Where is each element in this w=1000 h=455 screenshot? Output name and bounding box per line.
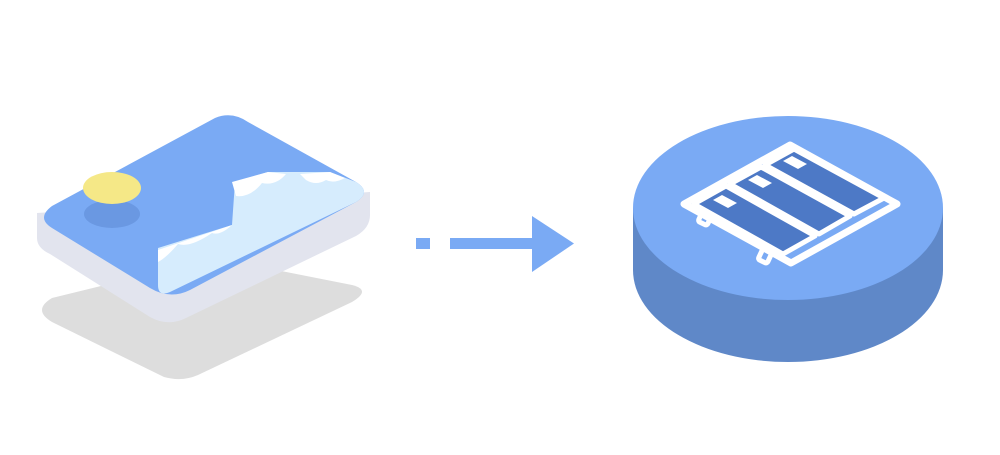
sun	[83, 172, 141, 204]
server-slot-2	[748, 175, 772, 188]
mountain	[158, 172, 364, 294]
snow-cap	[158, 225, 232, 262]
arrow-dash	[416, 238, 430, 249]
server-frame	[680, 141, 901, 267]
snow-cap	[300, 172, 345, 183]
image-card-top	[44, 115, 364, 295]
server-rack-icon	[680, 141, 901, 267]
arrow-shaft	[450, 238, 538, 249]
image-icon	[37, 115, 370, 380]
arrow-right-icon	[416, 216, 574, 272]
snow-cap	[232, 172, 286, 197]
server-slot-3	[783, 156, 807, 169]
server-slot-1	[713, 195, 737, 208]
server-storage-icon	[633, 116, 943, 362]
sun-shadow	[84, 200, 140, 228]
arrow-head	[532, 216, 574, 272]
